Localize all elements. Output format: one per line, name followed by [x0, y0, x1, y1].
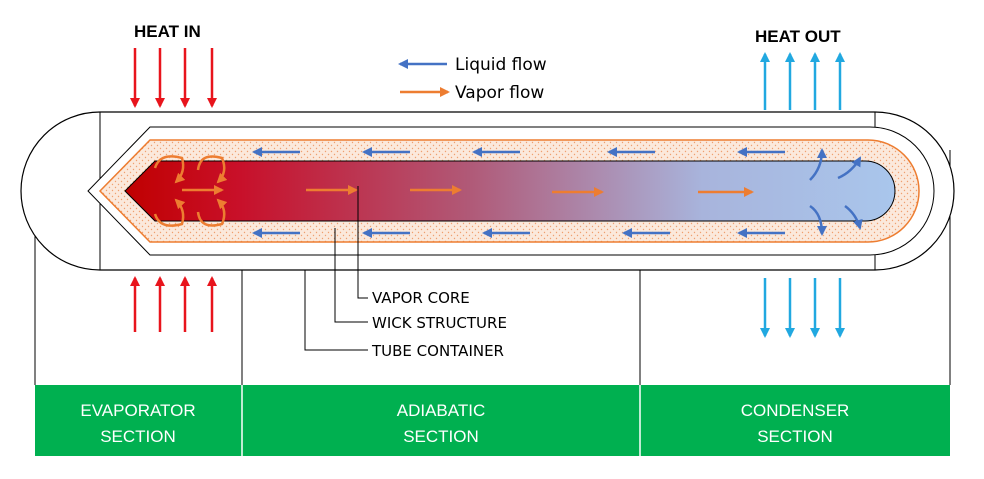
condenser-section-bar [640, 385, 950, 456]
liquid-flow-arrow [809, 148, 827, 181]
liquid-flow-arrow [844, 204, 863, 230]
tube-container-leader [304, 270, 368, 351]
callout-leaders [304, 186, 368, 351]
heat-in-arrows-bottom [130, 276, 217, 332]
section-bar [35, 385, 950, 456]
vapor-core-label: VAPOR CORE [372, 289, 470, 307]
heat-out-arrows-bottom [760, 278, 845, 338]
adiabatic-section-label-line1: ADIABATIC [397, 401, 485, 420]
condenser-section-label-line2: SECTION [757, 427, 833, 446]
vapor-core [124, 160, 896, 222]
vapor-flow-arrow [196, 155, 228, 184]
evaporator-curved-arrows [153, 155, 228, 227]
vapor-flow-arrow [153, 198, 186, 227]
adiabatic-section-bar [242, 385, 640, 456]
adiabatic-section-label-line2: SECTION [403, 427, 479, 446]
wick-structure-leader [334, 228, 368, 323]
condenser-section-label-line1: CONDENSER [741, 401, 850, 420]
evaporator-section-label-line2: SECTION [100, 427, 176, 446]
vapor-flow-legend-label: Vapor flow [455, 83, 544, 103]
liquid-flow-legend-label: Liquid flow [455, 55, 547, 75]
vapor-flow-arrows [182, 185, 754, 197]
condenser-curved-arrows [809, 148, 863, 236]
vapor-flow-arrow [153, 155, 186, 184]
evaporator-section-bar [35, 385, 242, 456]
wick-structure-label: WICK STRUCTURE [372, 314, 507, 332]
heat-in-label: HEAT IN [134, 22, 201, 41]
evaporator-section-label-line1: EVAPORATOR [80, 401, 195, 420]
liquid-flow-arrows [252, 147, 785, 238]
vapor-flow-arrow [196, 198, 228, 227]
liquid-flow-arrow [837, 156, 862, 180]
vapor-core-leader [357, 186, 368, 299]
heat-out-label: HEAT OUT [755, 27, 841, 46]
liquid-flow-arrow [809, 204, 827, 236]
heat-out-arrows-top [760, 52, 845, 110]
heat-in-arrows-top [130, 48, 217, 108]
tube-container-label: TUBE CONTAINER [371, 342, 504, 360]
legend: Liquid flow Vapor flow [398, 55, 547, 103]
